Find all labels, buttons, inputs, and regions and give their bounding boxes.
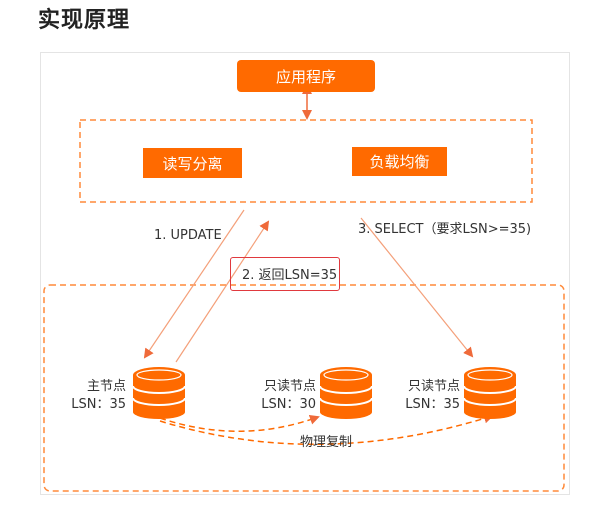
app-box: 应用程序	[237, 60, 375, 92]
return-lsn-arrow	[175, 220, 270, 363]
readonly-node-1-lsn: LSN：30	[261, 397, 316, 412]
primary-db-icon	[132, 367, 186, 419]
cluster-container	[43, 284, 565, 492]
step-return-lsn-label: 2. 返回LSN=35	[242, 268, 338, 283]
primary-node-name: 主节点	[86, 379, 126, 394]
primary-node-lsn: LSN：35	[71, 397, 126, 412]
replication-arrow-1	[159, 414, 320, 432]
rw-split-box: 读写分离	[143, 148, 242, 178]
highlight-box	[230, 257, 340, 291]
replication-label: 物理复制	[300, 435, 353, 450]
diagram-frame	[40, 52, 570, 495]
select-arrow	[360, 217, 474, 358]
readonly-node-2-name: 只读节点	[407, 379, 460, 394]
step-select-label: 3. SELECT（要求LSN>=35)	[358, 222, 532, 237]
readonly-db-icon-2	[463, 367, 517, 419]
step-update-label: 1. UPDATE	[154, 228, 222, 243]
readonly-db-icon-1	[319, 367, 373, 419]
readonly-node-2-label: 只读节点 LSN：35	[392, 378, 460, 414]
readonly-node-1-label: 只读节点 LSN：30	[248, 378, 316, 414]
readonly-node-2-lsn: LSN：35	[405, 397, 460, 412]
load-balance-box: 负载均衡	[352, 147, 447, 176]
page-title: 实现原理	[38, 8, 131, 33]
readonly-node-1-name: 只读节点	[263, 379, 316, 394]
update-arrow	[143, 209, 245, 359]
proxy-container	[79, 119, 533, 203]
replication-arrow-2	[159, 413, 494, 446]
primary-node-label: 主节点 LSN：35	[70, 378, 126, 414]
